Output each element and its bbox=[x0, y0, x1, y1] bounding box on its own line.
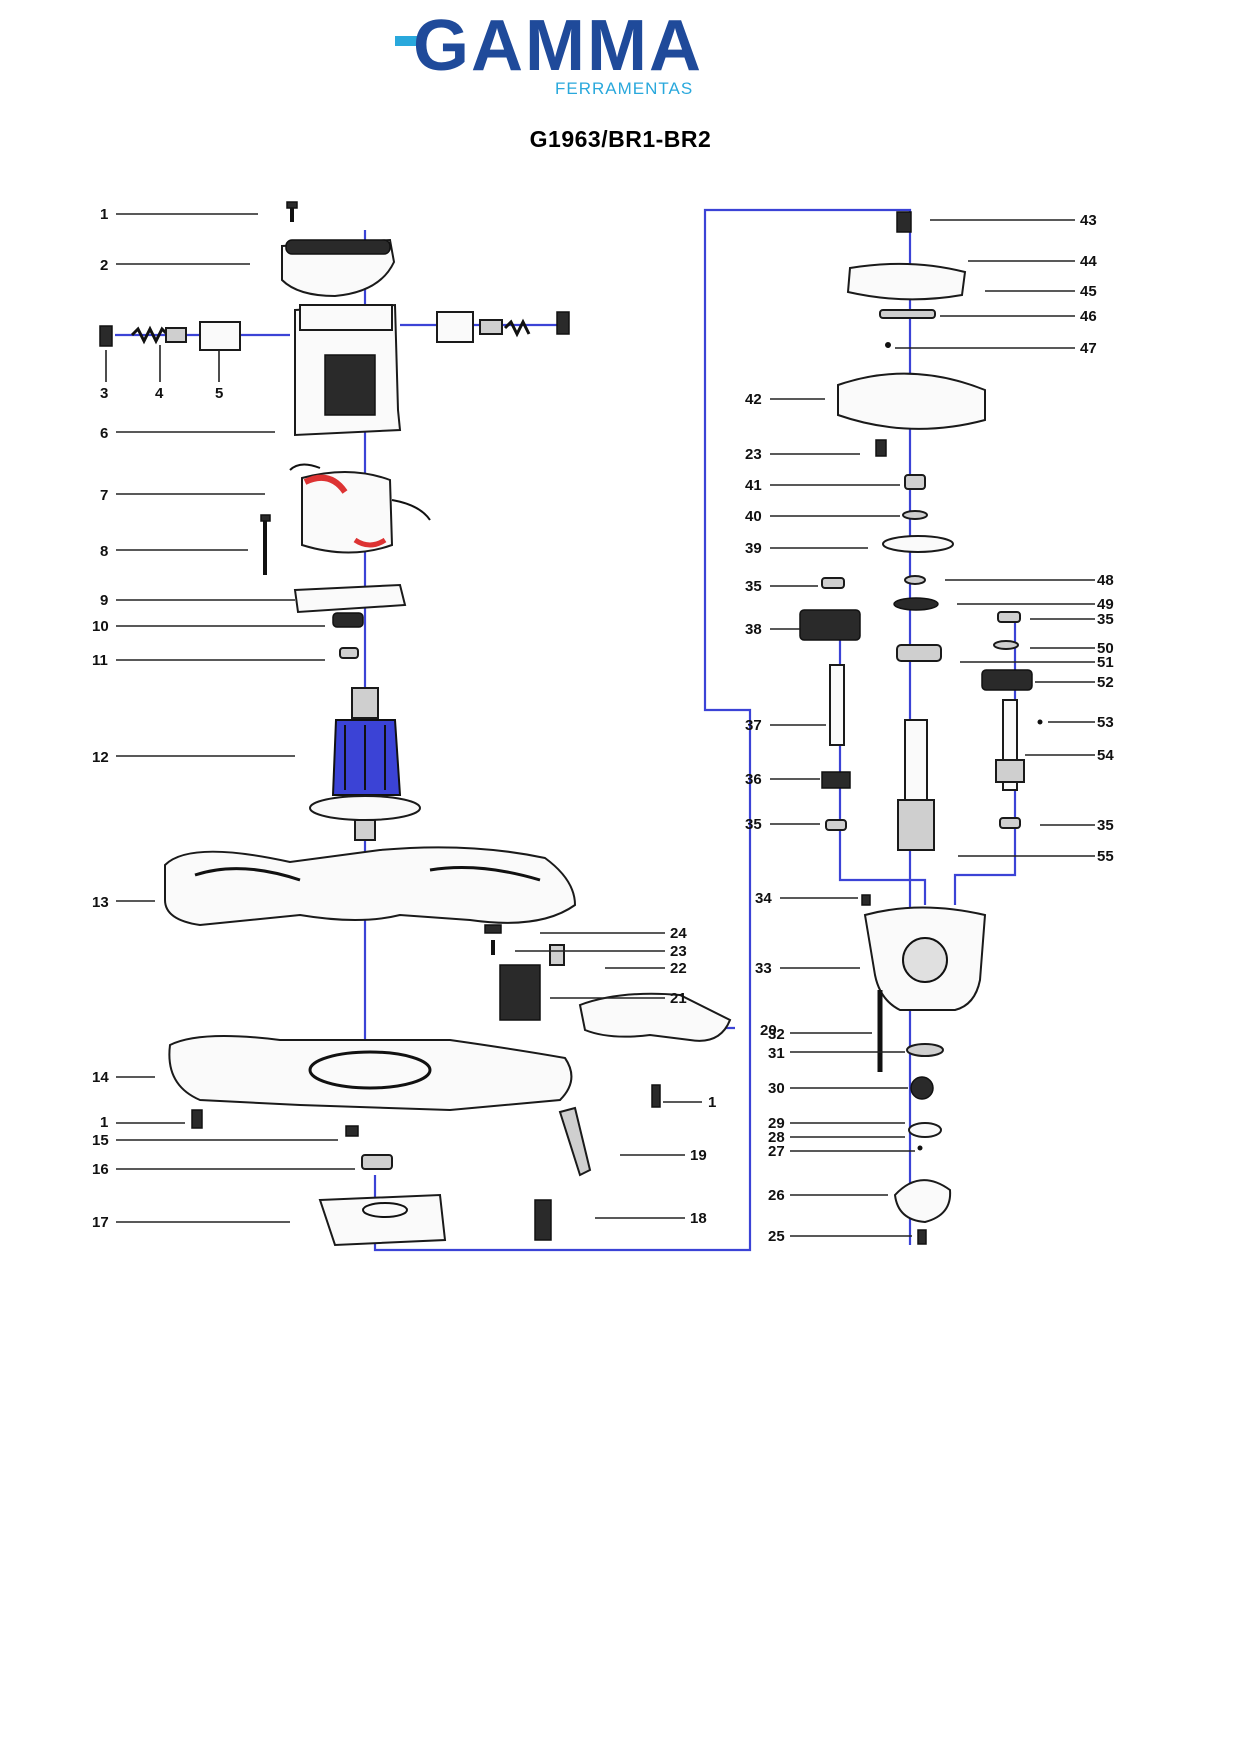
callout-38: 38 bbox=[745, 621, 762, 638]
callout-9: 9 bbox=[100, 592, 108, 609]
callout-20: 20 bbox=[760, 1022, 777, 1039]
callout-36: 36 bbox=[745, 771, 762, 788]
logo-tagline: FERRAMENTAS bbox=[555, 79, 693, 98]
callout-10: 10 bbox=[92, 618, 109, 635]
center-callouts: 24 23 22 21 20 1 19 18 bbox=[515, 925, 777, 1227]
callout-22: 22 bbox=[670, 960, 687, 977]
callout-46: 46 bbox=[1080, 308, 1097, 325]
callout-7: 7 bbox=[100, 487, 108, 504]
callout-4: 4 bbox=[155, 385, 164, 402]
callout-25: 25 bbox=[768, 1228, 785, 1245]
callout-54: 54 bbox=[1097, 747, 1114, 764]
callout-55: 55 bbox=[1097, 848, 1114, 865]
callout-44: 44 bbox=[1080, 253, 1097, 270]
callout-16: 16 bbox=[92, 1161, 109, 1178]
callout-40: 40 bbox=[745, 508, 762, 525]
callout-23b: 23 bbox=[745, 446, 762, 463]
callout-47: 47 bbox=[1080, 340, 1097, 357]
center-assembly-parts bbox=[484, 924, 732, 1241]
callout-48: 48 bbox=[1097, 572, 1114, 589]
callout-17: 17 bbox=[92, 1214, 109, 1231]
callout-52: 52 bbox=[1097, 674, 1114, 691]
callout-37: 37 bbox=[745, 717, 762, 734]
gear-assembly-parts bbox=[799, 211, 1043, 1245]
callout-41: 41 bbox=[745, 477, 762, 494]
callout-5: 5 bbox=[215, 385, 223, 402]
callout-12: 12 bbox=[92, 749, 109, 766]
callout-29: 29 bbox=[768, 1115, 785, 1132]
callout-18: 18 bbox=[690, 1210, 707, 1227]
callout-35d: 35 bbox=[745, 816, 762, 833]
callout-35b: 35 bbox=[1097, 817, 1114, 834]
inner-right-callouts: 42 23 41 40 39 35 38 37 36 35 34 33 32 3… bbox=[745, 391, 915, 1245]
callout-1c: 1 bbox=[708, 1094, 716, 1111]
gamma-logo: GAMMA FERRAMENTAS bbox=[395, 8, 703, 98]
callout-33: 33 bbox=[755, 960, 772, 977]
callout-24: 24 bbox=[670, 925, 687, 942]
callout-43: 43 bbox=[1080, 212, 1097, 229]
callout-34: 34 bbox=[755, 890, 772, 907]
callout-26: 26 bbox=[768, 1187, 785, 1204]
model-title: G1963/BR1-BR2 bbox=[529, 126, 712, 152]
callout-49: 49 bbox=[1097, 596, 1114, 613]
callout-19: 19 bbox=[690, 1147, 707, 1164]
callout-1: 1 bbox=[100, 206, 108, 223]
callout-50: 50 bbox=[1097, 640, 1114, 657]
callout-1b: 1 bbox=[100, 1114, 108, 1131]
callout-8: 8 bbox=[100, 543, 108, 560]
callout-15: 15 bbox=[92, 1132, 109, 1149]
left-assembly-parts bbox=[99, 201, 577, 1247]
callout-30: 30 bbox=[768, 1080, 785, 1097]
callout-31: 31 bbox=[768, 1045, 785, 1062]
right-callouts: 43 44 45 46 47 48 49 35 50 51 52 53 54 3… bbox=[895, 212, 1114, 865]
callout-28: 28 bbox=[768, 1129, 785, 1146]
assembly-axes bbox=[115, 208, 1017, 1252]
callout-2: 2 bbox=[100, 257, 108, 274]
logo-wordmark: GAMMA bbox=[413, 8, 703, 86]
callout-27: 27 bbox=[768, 1143, 785, 1160]
logo-accent-bar bbox=[395, 36, 417, 46]
callout-3: 3 bbox=[100, 385, 108, 402]
callout-45: 45 bbox=[1080, 283, 1097, 300]
callout-32: 32 bbox=[768, 1026, 785, 1043]
callout-23: 23 bbox=[670, 943, 687, 960]
callout-53: 53 bbox=[1097, 714, 1114, 731]
callout-11: 11 bbox=[92, 652, 108, 669]
callout-39: 39 bbox=[745, 540, 762, 557]
callout-35c: 35 bbox=[745, 578, 762, 595]
callout-6: 6 bbox=[100, 425, 108, 442]
callout-35a: 35 bbox=[1097, 611, 1114, 628]
callout-13: 13 bbox=[92, 894, 109, 911]
callout-14: 14 bbox=[92, 1069, 109, 1086]
left-callouts: 1 2 3 4 5 6 7 8 9 10 11 12 13 14 1 15 16… bbox=[92, 206, 355, 1231]
callout-42: 42 bbox=[745, 391, 762, 408]
callout-21: 21 bbox=[670, 990, 687, 1007]
callout-51: 51 bbox=[1097, 654, 1114, 671]
